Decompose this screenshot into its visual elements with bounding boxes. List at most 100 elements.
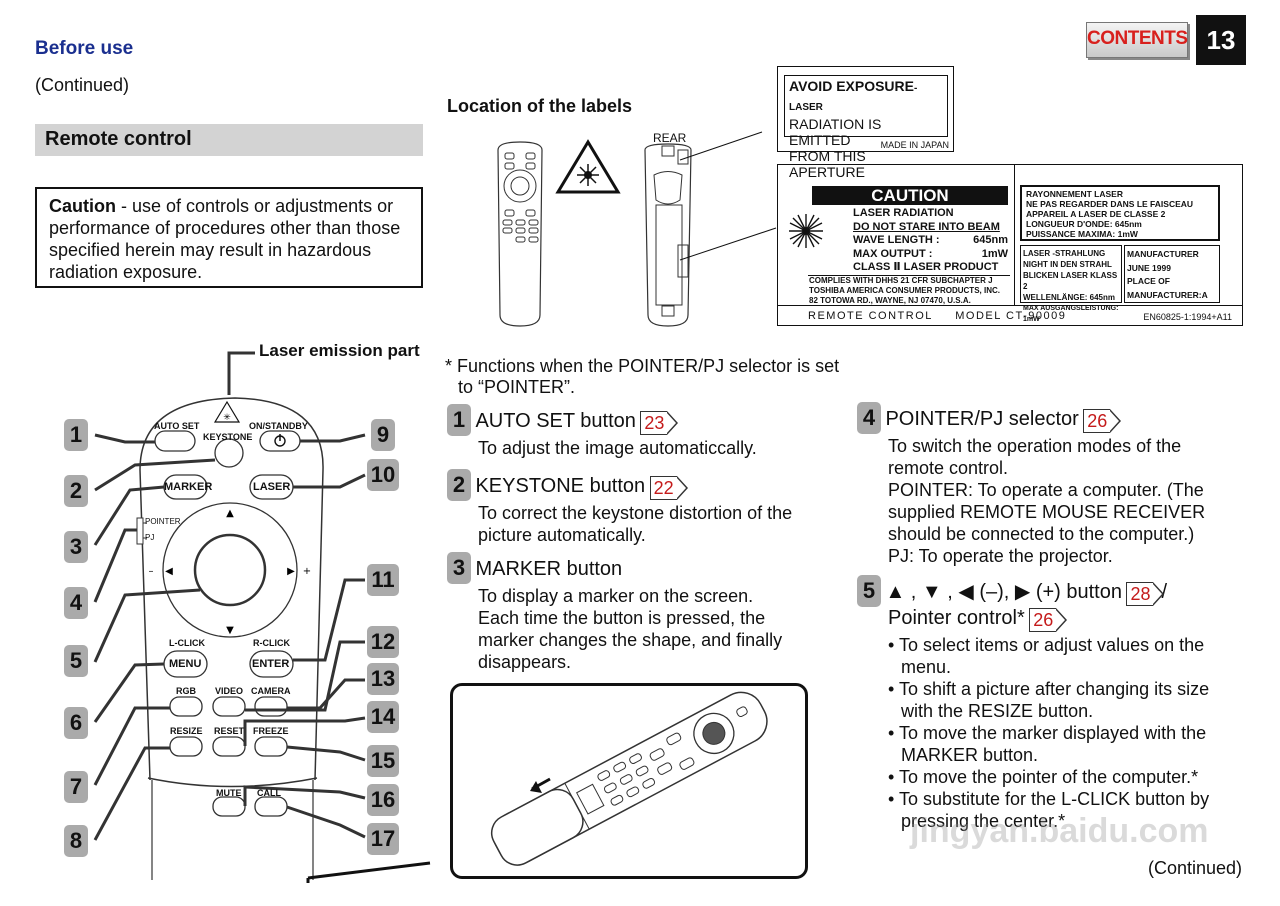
callout-4: 4: [64, 587, 88, 619]
manufacturer-0: MANUFACTURER: [1127, 249, 1199, 259]
caution-line-3: 645nm: [973, 234, 1008, 246]
on-standby-label: ON/STANDBY: [249, 421, 308, 431]
german-0: LASER -STRAHLUNG: [1023, 249, 1106, 258]
item-4: 4 POINTER/PJ selector 26 To switch the o…: [857, 402, 1237, 567]
german-2: BLICKEN LASER KLASS 2: [1023, 271, 1118, 291]
complies-1: TOSHIBA AMERICA CONSUMER PRODUCTS, INC.: [809, 286, 1000, 295]
german-1: NIGHT IN DEN STRAHL: [1023, 260, 1112, 269]
item-4-desc-2: POINTER: To operate a computer. (The sup…: [888, 480, 1206, 544]
item-5-ref[interactable]: 28: [1126, 581, 1165, 606]
caution-line-4: MAX OUTPUT :: [853, 247, 933, 260]
camera-label: CAMERA: [251, 686, 291, 696]
svg-text:✳: ✳: [223, 413, 231, 423]
item-1-desc: To adjust the image automaticcally.: [478, 438, 757, 458]
manufacturer-2: PLACE OF: [1127, 276, 1170, 286]
callout-10: 10: [367, 459, 399, 491]
menu-button[interactable]: MENU: [169, 658, 202, 670]
item-5-title2: Pointer control*: [888, 607, 1025, 629]
item-4-desc-1: To switch the operation modes of the rem…: [888, 436, 1182, 478]
rear-label: REAR: [653, 131, 687, 145]
manufacturer-1: JUNE 1999: [1127, 262, 1171, 273]
callout-1: 1: [64, 419, 88, 451]
call-label: CALL: [257, 788, 281, 798]
complies-2: 82 TOTOWA RD., WAYNE, NJ 07470, U.S.A.: [809, 296, 971, 305]
watermark: jingyan.baidu.com: [910, 812, 1209, 850]
callout-9: 9: [371, 419, 395, 451]
resize-label: RESIZE: [170, 726, 203, 736]
avoid-l3: FROM THIS APERTURE: [789, 148, 866, 180]
continued-label: (Continued): [35, 75, 130, 95]
item-2-ref[interactable]: 22: [649, 475, 688, 500]
item-2-title: KEYSTONE button: [475, 475, 646, 497]
page-number: 13: [1196, 15, 1246, 65]
keystone-label: KEYSTONE: [203, 432, 253, 442]
french-4: PUISSANCE MAXIMA: 1mW: [1026, 229, 1138, 239]
french-1: NE PAS REGARDER DANS LE FAISCEAU: [1026, 199, 1194, 209]
r-click-label: R-CLICK: [253, 638, 290, 648]
callout-15: 15: [367, 745, 399, 777]
item-4-ref[interactable]: 26: [1083, 408, 1122, 433]
manufacturer-3: MANUFACTURER:A: [1127, 289, 1208, 300]
caution-bold: Caution: [49, 196, 116, 216]
item-5-bullet-1: • To select items or adjust values on th…: [888, 634, 1205, 677]
item-4-title: POINTER/PJ selector: [885, 408, 1079, 430]
item-5-bullet-5: • To substitute for the L-CLICK button b…: [888, 788, 1210, 831]
laser-button[interactable]: LASER: [253, 481, 291, 493]
item-1-title: AUTO SET button: [475, 410, 636, 432]
item-5-bullets: • To select items or adjust values on th…: [888, 634, 1223, 832]
mute-label: MUTE: [216, 788, 242, 798]
caution-line-6: CLASS Ⅱ LASER PRODUCT: [853, 261, 999, 273]
french-3: LONGUEUR D'ONDE: 645nm: [1026, 219, 1142, 229]
complies-0: COMPLIES WITH DHHS 21 CFR SUBCHAPTER J: [809, 276, 993, 285]
item-3-number: 3: [447, 552, 471, 584]
section-title: Before use: [35, 38, 134, 59]
receiver-illustration-box: [450, 683, 808, 879]
enter-button[interactable]: ENTER: [252, 658, 290, 670]
item-5-ref2[interactable]: 26: [1029, 607, 1068, 632]
item-1-ref[interactable]: 23: [640, 410, 679, 435]
svg-text:◀: ◀: [165, 566, 173, 577]
callout-6: 6: [64, 707, 88, 739]
item-2-desc: To correct the keystone distortion of th…: [478, 503, 793, 545]
caution-text: - use of controls or adjustments or perf…: [49, 196, 401, 282]
laser-emission-label: Laser emission part: [259, 341, 420, 360]
marker-button[interactable]: MARKER: [164, 481, 213, 493]
svg-text:–: –: [149, 566, 154, 577]
callout-12: 12: [367, 626, 399, 658]
item-5: 5 ▲ , ▼ , ◀ (–), ▶ (+) button 28/ Pointe…: [857, 575, 1242, 832]
pj-label: PJ: [145, 533, 155, 542]
callout-5: 5: [64, 645, 88, 677]
avoid-l1a: AVOID EXPOSURE: [789, 78, 914, 94]
svg-text:▲: ▲: [226, 508, 234, 519]
video-label: VIDEO: [215, 686, 244, 696]
avoid-l2: RADIATION IS EMITTED: [789, 116, 882, 148]
pointer-label: POINTER: [145, 517, 181, 526]
caution-box: Caution - use of controls or adjustments…: [35, 187, 423, 288]
l-click-label: L-CLICK: [169, 638, 205, 648]
footer-continued: (Continued): [1148, 858, 1243, 878]
item-5-bullet-4: • To move the pointer of the computer.*: [888, 766, 1199, 787]
item-1: 1 AUTO SET button 23 To adjust the image…: [447, 404, 827, 459]
laser-star-icon: [789, 214, 823, 248]
contents-button[interactable]: CONTENTS: [1086, 22, 1188, 58]
item-5-bullet-3: • To move the marker displayed with the …: [888, 722, 1207, 765]
functions-note: * Functions when the POINTER/PJ selector…: [445, 356, 840, 397]
item-3-desc: To display a marker on the screen. Each …: [478, 586, 783, 672]
svg-text:▶: ▶: [287, 566, 295, 577]
item-1-number: 1: [447, 404, 471, 436]
callout-8: 8: [64, 825, 88, 857]
svg-text:▼: ▼: [226, 625, 234, 636]
item-3-title: MARKER button: [475, 558, 623, 580]
remote-diagram: ✳ ▲ ▼ ◀ ▶ – +: [93, 351, 366, 880]
freeze-label: FREEZE: [253, 726, 289, 736]
remote-control-heading: Remote control: [35, 124, 423, 156]
item-5-title: ▲ , ▼ , ◀ (–), ▶ (+) button: [885, 581, 1122, 603]
item-2: 2 KEYSTONE button 22 To correct the keys…: [447, 469, 827, 546]
callout-2: 2: [64, 475, 88, 507]
caution-line-0: LASER RADIATION: [853, 207, 954, 219]
german-4: MAX AUSGANGSLEISTUNG: 1mW: [1023, 305, 1119, 323]
callout-11: 11: [367, 564, 399, 596]
caution-label-title: CAUTION: [812, 186, 1008, 205]
item-2-number: 2: [447, 469, 471, 501]
german-3: WELLENLÄNGE: 645nm: [1023, 293, 1116, 302]
